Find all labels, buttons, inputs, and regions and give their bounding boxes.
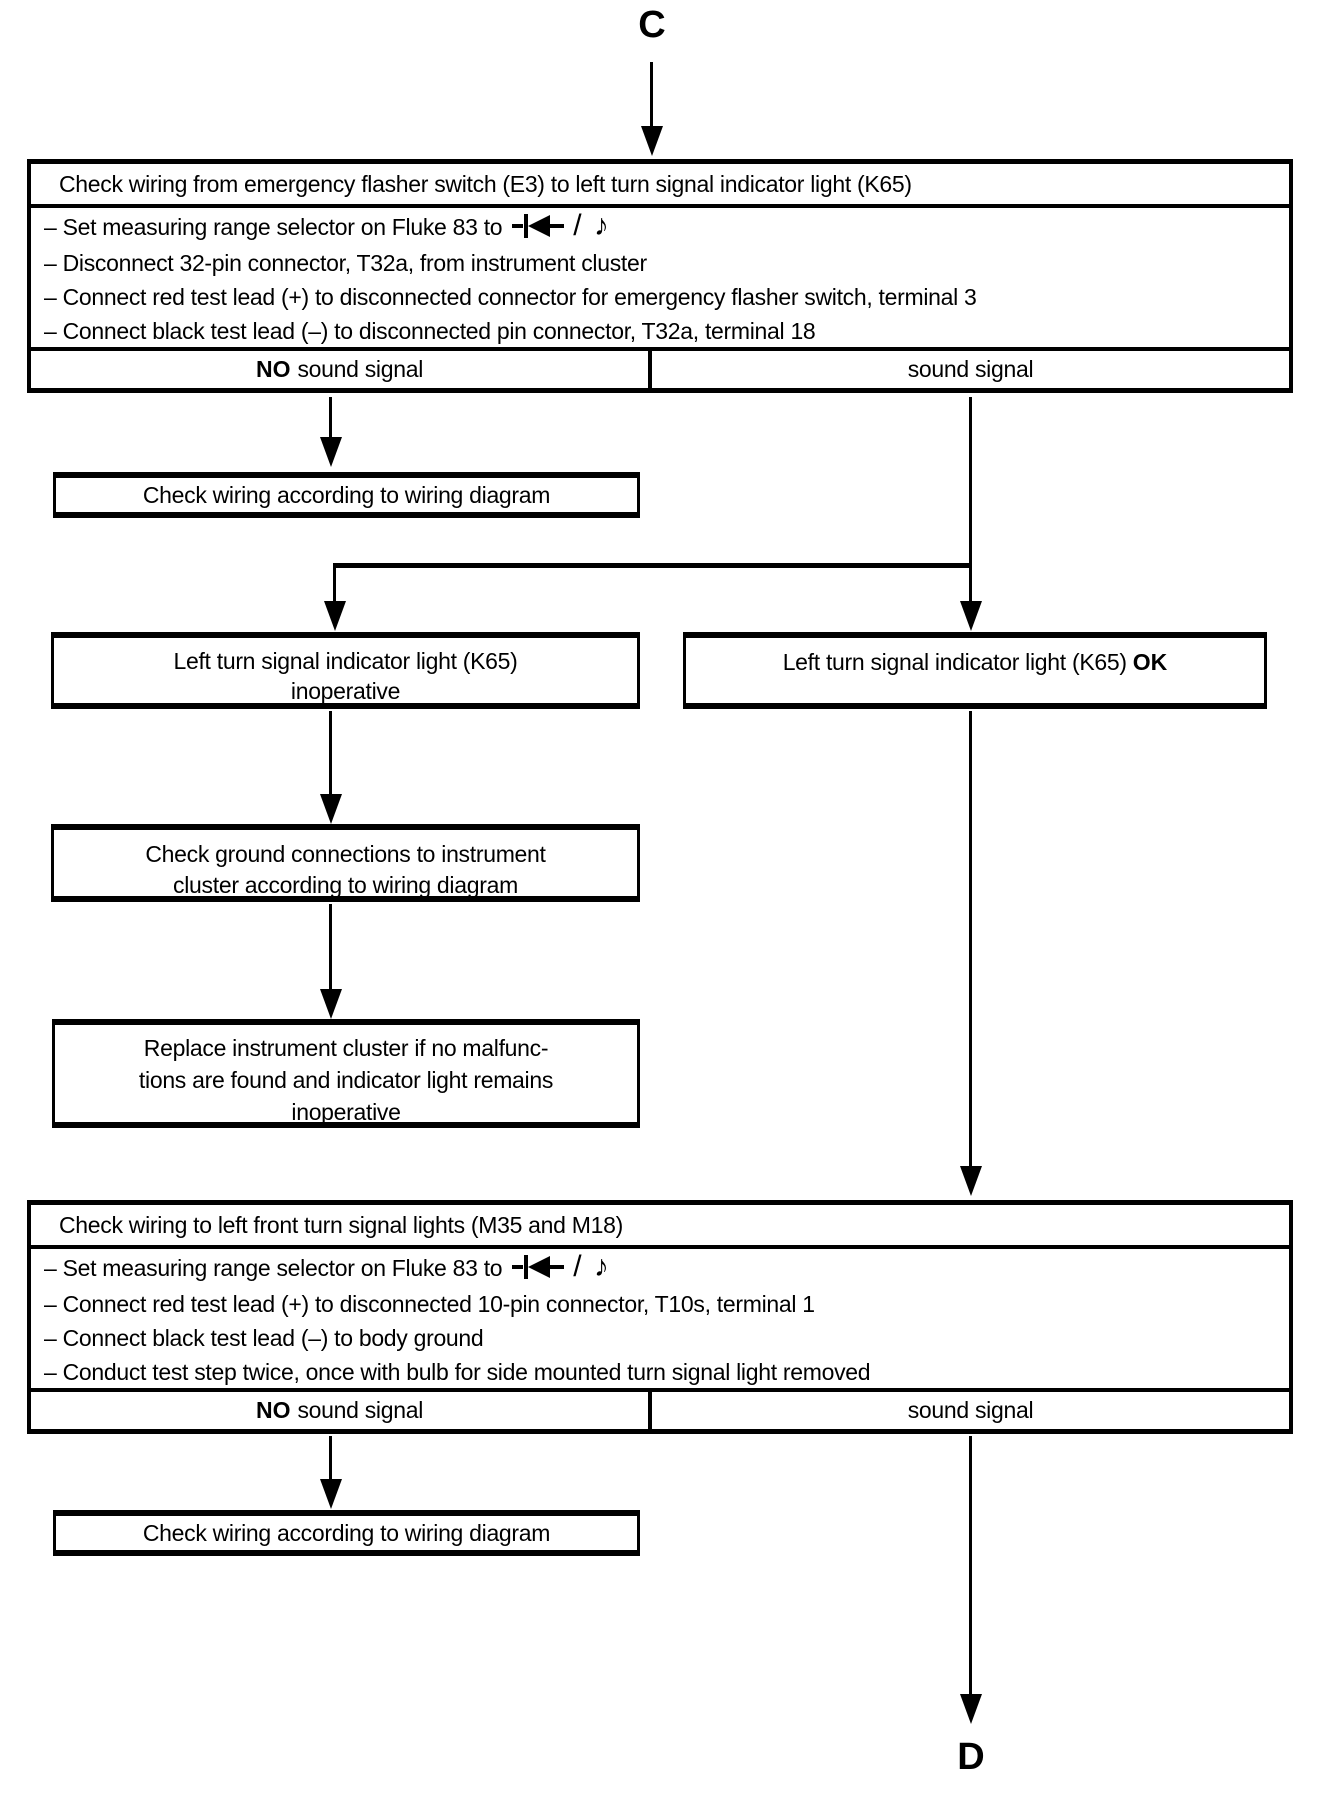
box-check-wiring-1: Check wiring according to wiring diagram <box>53 472 640 518</box>
block2-title: Check wiring to left front turn signal l… <box>31 1205 1289 1249</box>
test-block-emergency-flasher: Check wiring from emergency flasher swit… <box>27 159 1293 393</box>
box-k65-inoperative: Left turn signal indicator light (K65) i… <box>51 632 640 709</box>
arrow-down-icon <box>960 601 982 631</box>
block1-result-sound: sound signal <box>907 356 1034 382</box>
diode-test-icon: / ♪ <box>512 1250 611 1284</box>
arrow-down-icon <box>960 1166 982 1196</box>
connector-label-c: C <box>638 4 666 46</box>
step-item: – Set measuring range selector on Fluke … <box>44 1249 611 1284</box>
step-item: – Connect black test lead (–) to disconn… <box>44 317 816 344</box>
box-check-ground: Check ground connections to instrument c… <box>51 824 640 902</box>
connector-c-line <box>650 62 653 128</box>
no-label: NO <box>255 356 291 382</box>
no-label: NO <box>255 1397 291 1423</box>
box-replace-cluster: Replace instrument cluster if no malfunc… <box>52 1019 640 1128</box>
arrow-down-icon <box>320 794 342 824</box>
block2-steps: – Set measuring range selector on Fluke … <box>31 1249 1289 1388</box>
step-item: – Conduct test step twice, once with bul… <box>44 1358 871 1385</box>
arrow-down-icon <box>324 601 346 631</box>
step-item: – Connect red test lead (+) to disconnec… <box>44 1290 815 1317</box>
box-check-wiring-2: Check wiring according to wiring diagram <box>53 1510 640 1556</box>
block1-steps: – Set measuring range selector on Fluke … <box>31 208 1289 347</box>
block2-result-sound: sound signal <box>907 1397 1034 1423</box>
box-k65-ok: Left turn signal indicator light (K65) O… <box>683 632 1267 709</box>
flow-line <box>329 397 332 439</box>
flow-line <box>333 568 336 602</box>
flow-line <box>329 904 332 990</box>
arrow-down-icon <box>320 989 342 1019</box>
arrow-down-icon <box>320 437 342 467</box>
arrow-down-icon <box>320 1479 342 1509</box>
flow-line <box>969 711 972 1167</box>
buzzer-note-icon: / ♪ <box>573 1249 611 1283</box>
flow-line <box>969 397 972 567</box>
step-item: – Connect black test lead (–) to body gr… <box>44 1324 484 1351</box>
ok-label: OK <box>1132 649 1168 675</box>
block2-result-row: NO sound signal sound signal <box>31 1388 1289 1429</box>
flow-line <box>329 711 332 796</box>
test-block-front-turn-signals: Check wiring to left front turn signal l… <box>27 1200 1293 1434</box>
connector-label-d: D <box>957 1736 985 1778</box>
step-item: – Connect red test lead (+) to disconnec… <box>44 283 977 310</box>
step-item: – Set measuring range selector on Fluke … <box>44 208 611 243</box>
arrow-down-icon <box>641 126 663 156</box>
arrow-down-icon <box>960 1694 982 1724</box>
flow-line <box>969 568 972 602</box>
flow-line <box>329 1436 332 1480</box>
block1-result-no-sound: NO sound signal <box>31 351 652 388</box>
block1-title: Check wiring from emergency flasher swit… <box>31 164 1289 208</box>
flow-line <box>969 1436 972 1695</box>
buzzer-note-icon: / ♪ <box>573 208 611 242</box>
branch-line <box>333 563 972 568</box>
block2-result-no-sound: NO sound signal <box>31 1392 652 1429</box>
block1-result-row: NO sound signal sound signal <box>31 347 1289 388</box>
step-item: – Disconnect 32-pin connector, T32a, fro… <box>44 249 647 276</box>
diode-test-icon: / ♪ <box>512 209 611 243</box>
